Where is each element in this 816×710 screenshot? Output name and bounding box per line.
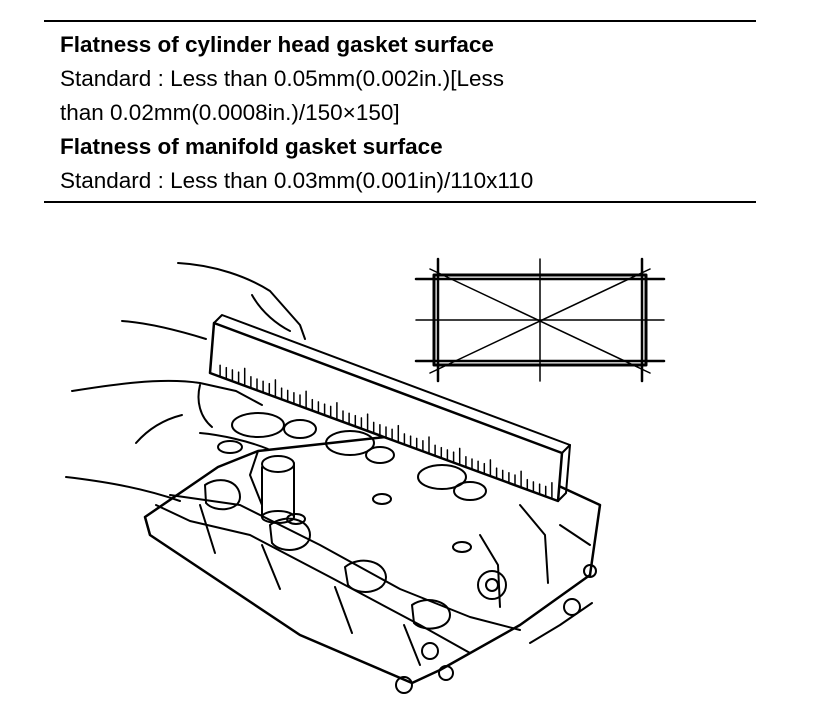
cylinder-head-straightedge-illustration-icon	[65, 257, 666, 694]
bottom-rule	[44, 201, 756, 203]
cylinder-head-flatness-heading: Flatness of cylinder head gasket surface	[60, 32, 494, 57]
cylinder-head-standard-line-2: than 0.02mm(0.0008in.)/150×150]	[60, 100, 400, 125]
figure-area	[0, 205, 816, 710]
straightedge-icon	[208, 314, 571, 503]
specification-block: Flatness of cylinder head gasket surface…	[60, 28, 750, 198]
measurement-pattern-diagram-icon	[414, 257, 666, 383]
top-rule	[44, 20, 756, 22]
straightedge-scale-ticks	[219, 364, 553, 500]
manifold-standard-line: Standard : Less than 0.03mm(0.001in)/110…	[60, 168, 534, 193]
cylinder-head-standard-line-1: Standard : Less than 0.05mm(0.002in.)[Le…	[60, 66, 505, 91]
manifold-flatness-heading: Flatness of manifold gasket surface	[60, 134, 443, 159]
